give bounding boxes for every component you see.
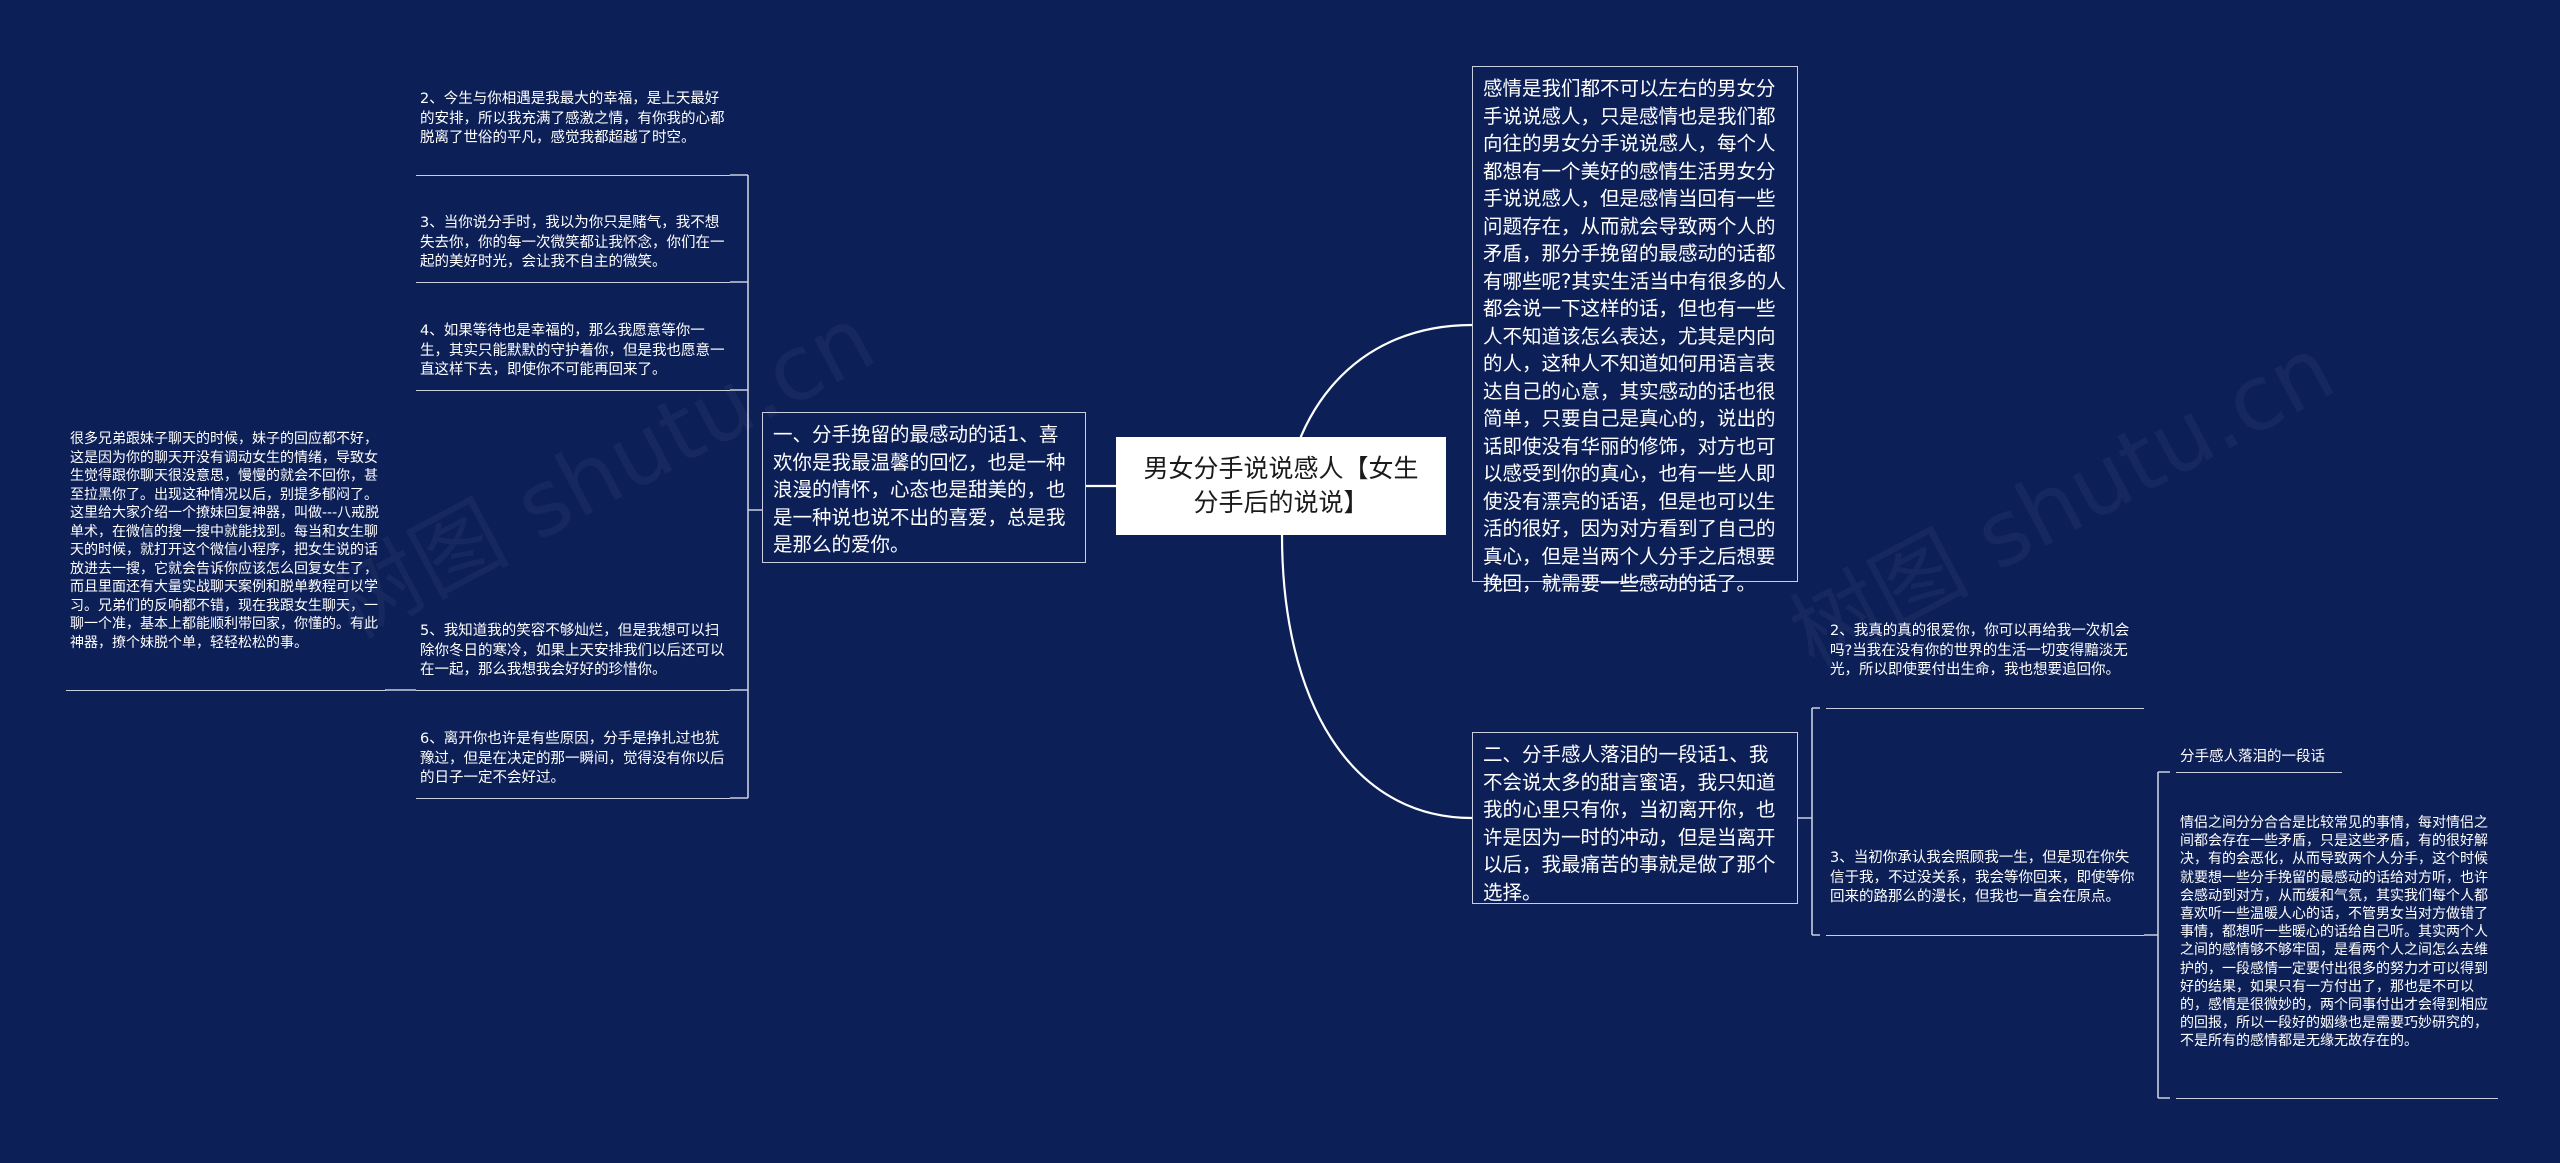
right-sub-text[interactable]: 情侣之间分分合合是比较常见的事情，每对情侣之间都会存在一些矛盾，只是这些矛盾，有… [2176, 812, 2498, 1099]
left-branch-node[interactable]: 一、分手挽留的最感动的话1、喜欢你是我最温馨的回忆，也是一种浪漫的情怀，心态也是… [762, 412, 1086, 563]
right-leaf-item-2[interactable]: 2、我真的真的很爱你，你可以再给我一次机会吗?当我在没有你的世界的生活一切变得黯… [1826, 620, 2144, 709]
right-top-text: 感情是我们都不可以左右的男女分手说说感人，只是感情也是我们都向往的男女分手说说感… [1483, 77, 1786, 595]
right-bottom-label: 二、分手感人落泪的一段话1、我不会说太多的甜言蜜语，我只知道我的心里只有你，当初… [1483, 743, 1776, 904]
root-node[interactable]: 男女分手说说感人【女生分手后的说说】 [1116, 437, 1446, 535]
right-sub-title[interactable]: 分手感人落泪的一段话 [2176, 746, 2342, 773]
root-title: 男女分手说说感人【女生分手后的说说】 [1143, 454, 1419, 517]
bracket-right-sub [2144, 771, 2170, 1099]
left-leaf-extra[interactable]: 很多兄弟跟妹子聊天的时候，妹子的回应都不好，这是因为你的聊天开没有调动女生的情绪… [66, 428, 386, 691]
bracket-left-branch [730, 174, 762, 799]
bracket-right-bottom [1798, 707, 1820, 936]
right-leaf-item-3[interactable]: 3、当初你承认我会照顾我一生，但是现在你失信于我，不过没关系，我会等你回来，即使… [1826, 847, 2144, 936]
left-leaf-item-4[interactable]: 4、如果等待也是幸福的，那么我愿意等你一生，其实只能默默的守护着你，但是我也愿意… [416, 320, 730, 391]
connector-root-right-bottom [1280, 534, 1473, 820]
right-bottom-node[interactable]: 二、分手感人落泪的一段话1、我不会说太多的甜言蜜语，我只知道我的心里只有你，当初… [1472, 732, 1798, 904]
left-branch-label: 一、分手挽留的最感动的话1、喜欢你是我最温馨的回忆，也是一种浪漫的情怀，心态也是… [773, 423, 1066, 556]
left-leaf-item-2[interactable]: 2、今生与你相遇是我最大的幸福，是上天最好的安排，所以我充满了感激之情，有你我的… [416, 88, 730, 176]
right-top-node[interactable]: 感情是我们都不可以左右的男女分手说说感人，只是感情也是我们都向往的男女分手说说感… [1472, 66, 1798, 595]
left-leaf-item-5[interactable]: 5、我知道我的笑容不够灿烂，但是我想可以扫除你冬日的寒冷，如果上天安排我们以后还… [416, 620, 730, 691]
left-leaf-item-6[interactable]: 6、离开你也许是有些原因，分手是挣扎过也犹豫过，但是在决定的那一瞬间，觉得没有你… [416, 728, 730, 799]
left-leaf-item-3[interactable]: 3、当你说分手时，我以为你只是赌气，我不想失去你，你的每一次微笑都让我怀念，你们… [416, 212, 730, 283]
